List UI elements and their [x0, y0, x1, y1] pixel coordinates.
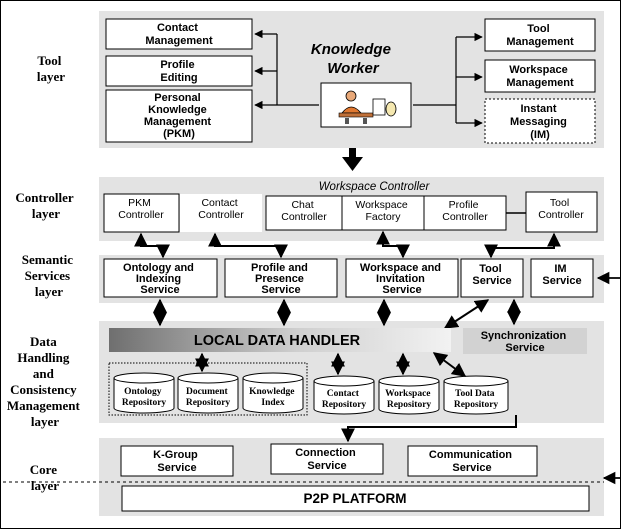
communication-service-label: Communication Service	[429, 449, 515, 474]
workspace-repository-label: Workspace Repository	[385, 389, 433, 410]
synchronization-service-box	[463, 328, 587, 354]
ontology-repository-cylinder	[113, 372, 175, 414]
local-data-handler-label: LOCAL DATA HANDLER	[194, 333, 361, 349]
kgroup-service-box	[120, 445, 234, 477]
instant-messaging-label: Instant Messaging (IM)	[510, 103, 570, 141]
profile-presence-service-label: Profile and Presence Service	[251, 262, 311, 296]
semantic-data-connectors	[153, 298, 521, 329]
contact-controller-label: Contact Controller	[198, 197, 244, 221]
chat-controller-box	[265, 195, 343, 231]
layer-label-tool: Tool layer	[37, 53, 65, 84]
ontology-repository-label: Ontology Repository	[122, 387, 167, 408]
pkm-controller-box	[103, 193, 180, 233]
document-repository-label: Document Repository	[186, 387, 231, 408]
tool-to-controller-arrow	[342, 148, 363, 171]
controller-semantic-connectors	[134, 230, 561, 259]
workspace-controller-title: Workspace Controller	[319, 181, 431, 193]
pkm-label: Personal Knowledge Management (PKM)	[144, 92, 214, 140]
layer-label-controller: Controller layer	[15, 190, 76, 221]
communication-service-box	[407, 445, 538, 477]
contact-controller-box	[180, 194, 262, 232]
contact-management-label: Contact Management	[145, 22, 213, 47]
left-tool-connectors	[254, 29, 319, 110]
workspace-management-box	[484, 59, 596, 93]
synchronization-service-label: Synchronization Service	[481, 330, 570, 354]
profile-editing-box	[105, 55, 253, 87]
im-service-label: IM Service	[542, 263, 581, 287]
profile-editing-label: Profile Editing	[160, 59, 197, 84]
tool-data-repository-cylinder	[443, 375, 509, 415]
contact-repository-cylinder	[313, 375, 375, 415]
tool-service-label: Tool Service	[472, 263, 511, 287]
connection-service-label: Connection Service	[295, 447, 359, 472]
tool-management-box	[484, 18, 596, 52]
tool-management-label: Tool Management	[506, 23, 574, 48]
knowledge-worker-illustration	[320, 82, 412, 128]
contact-management-box	[105, 18, 253, 50]
data-to-core-arrow	[341, 415, 517, 443]
ontology-indexing-service-box	[103, 258, 218, 298]
kgroup-service-label: K-Group Service	[153, 449, 201, 474]
tool-data-repository-label: Tool Data Repository	[454, 389, 499, 410]
handler-repository-connectors	[195, 352, 467, 377]
connection-service-box	[270, 443, 384, 475]
workspace-invitation-service-label: Workspace and Invitation Service	[360, 262, 444, 296]
im-service-box	[530, 258, 594, 298]
knowledge-index-label: Knowledge Index	[249, 387, 297, 408]
workspace-repository-cylinder	[378, 375, 440, 415]
knowledge-worker-title: Knowledge Worker	[311, 41, 395, 77]
knowledge-index-cylinder	[242, 372, 304, 414]
p2p-platform-box	[121, 485, 590, 512]
workspace-management-label: Workspace Management	[506, 64, 574, 89]
profile-controller-box	[423, 195, 507, 231]
layer-label-semantic: Semantic Services layer	[22, 252, 77, 299]
tool-controller-box	[525, 191, 598, 233]
pkm-box	[105, 89, 253, 143]
tool-controller-label: Tool Controller	[538, 197, 584, 221]
ontology-indexing-service-label: Ontology and Indexing Service	[123, 262, 197, 296]
workspace-factory-label: Workspace Factory	[355, 199, 410, 223]
profile-presence-service-box	[224, 258, 338, 298]
p2p-platform-label: P2P PLATFORM	[303, 491, 406, 506]
workspace-factory-box	[341, 195, 425, 231]
profile-controller-label: Profile Controller	[442, 199, 488, 223]
layer-label-core: Core layer	[30, 462, 60, 493]
chat-controller-label: Chat Controller	[281, 199, 327, 223]
workspace-invitation-service-box	[345, 258, 459, 298]
local-data-handler-bar	[109, 328, 451, 352]
layer-label-data: Data Handling and Consistency Management…	[7, 334, 83, 429]
right-tool-connectors	[413, 32, 483, 128]
document-repository-cylinder	[177, 372, 239, 414]
tool-service-box	[460, 258, 524, 298]
instant-messaging-box	[484, 98, 596, 144]
contact-repository-label: Contact Repository	[322, 389, 367, 410]
pkm-controller-label: PKM Controller	[118, 197, 164, 221]
